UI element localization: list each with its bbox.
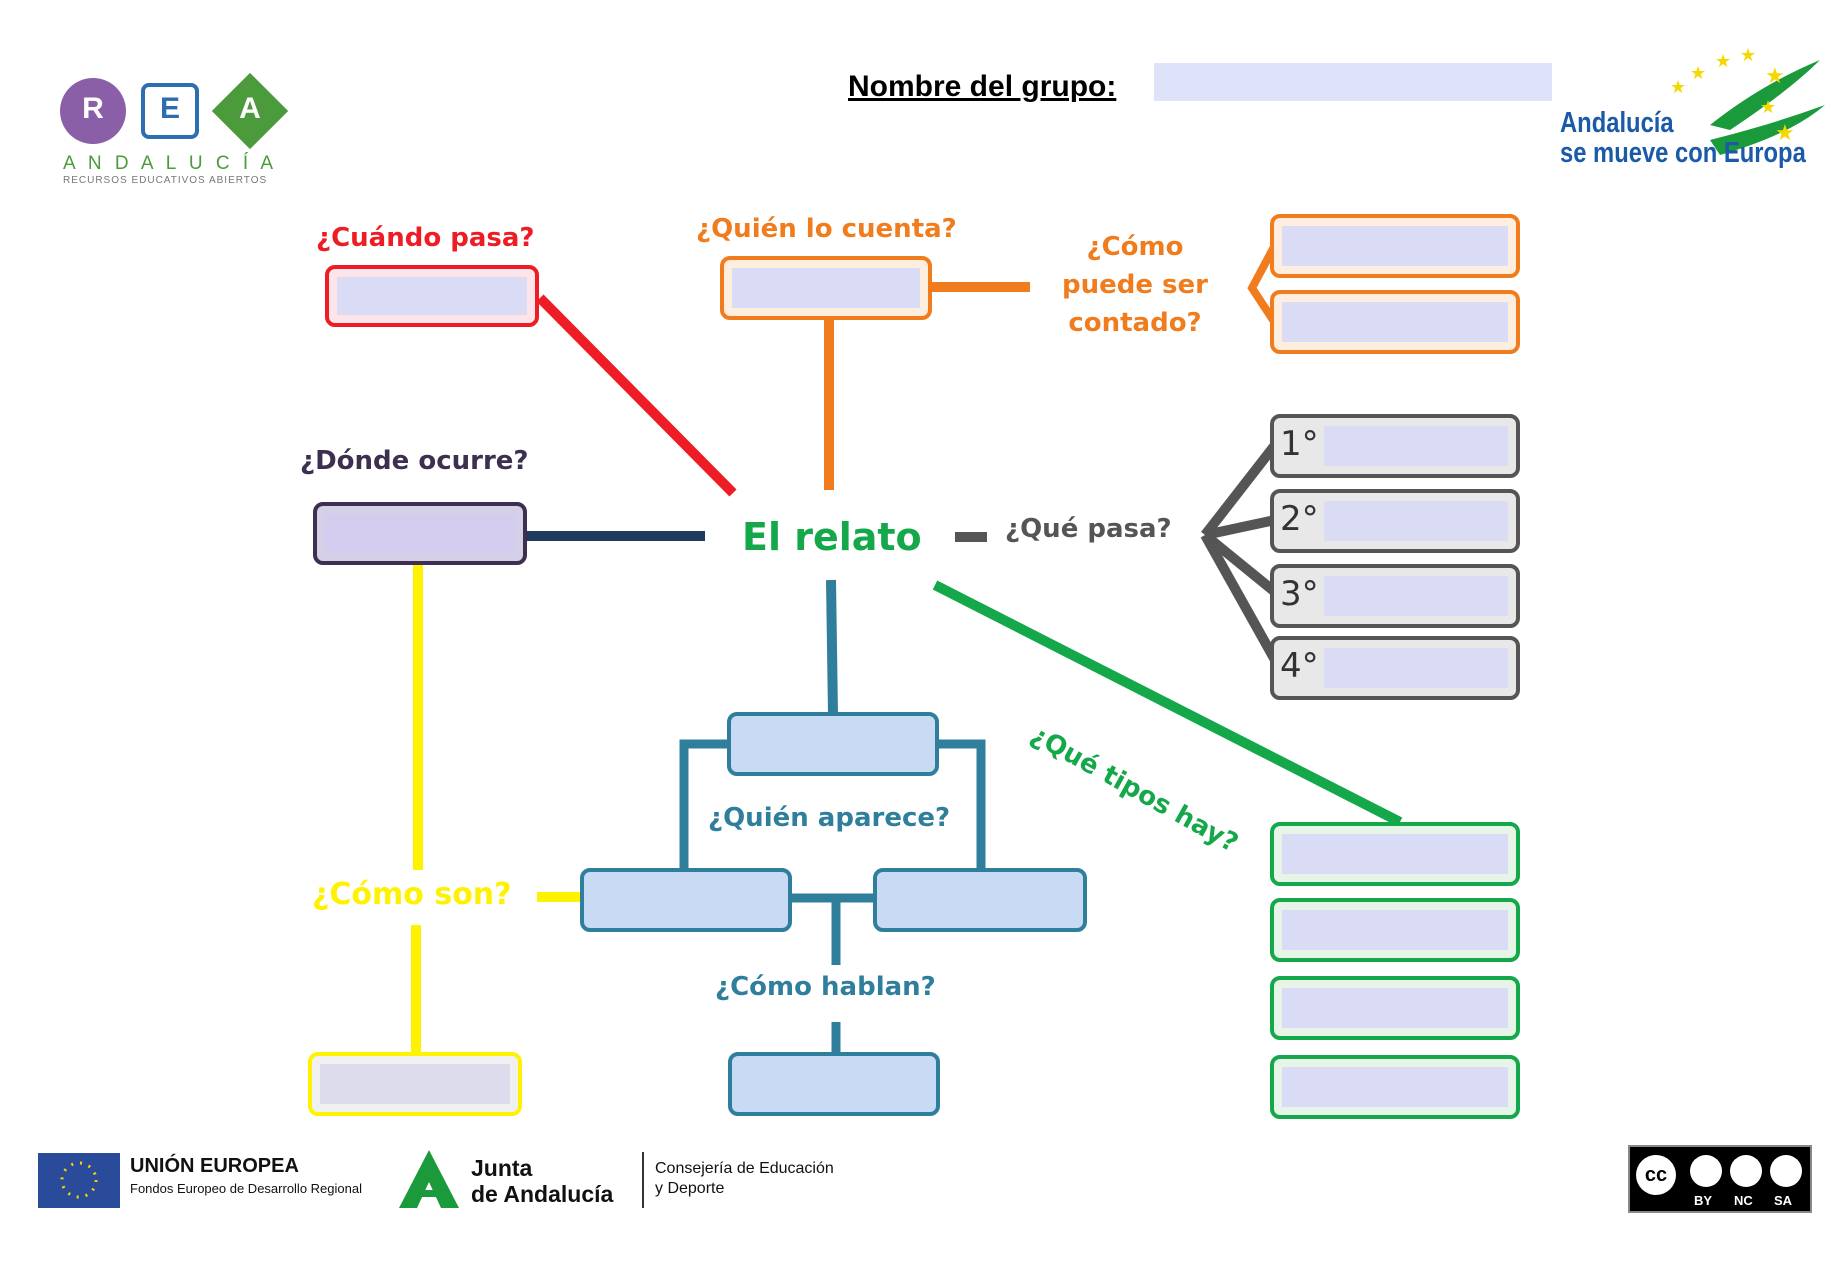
andalucia-swoosh-icon: ★ ★ ★ ★ ★ ★ ★	[1670, 45, 1825, 155]
andalucia-logo-line1: Andalucía	[1560, 107, 1674, 139]
by-icon	[1690, 1155, 1722, 1187]
answer-box-tipo-3[interactable]	[1270, 976, 1520, 1040]
ordinal-1: 1°	[1280, 424, 1319, 464]
answer-box-que-pasa-1[interactable]	[1270, 414, 1520, 478]
eu-flag	[38, 1153, 120, 1208]
svg-text:★: ★	[1775, 121, 1795, 146]
question-cuando: ¿Cuándo pasa?	[316, 223, 535, 253]
cc-license-badge: cc BY NC SA	[1628, 1145, 1812, 1213]
answer-box-como-contado-1[interactable]	[1270, 214, 1520, 278]
rea-logo-e-square	[141, 83, 199, 139]
junta-line2: de Andalucía	[471, 1181, 614, 1207]
answer-box-que-pasa-4[interactable]	[1270, 636, 1520, 700]
cc-icon: cc	[1636, 1155, 1676, 1195]
answer-box-quien-aparece[interactable]	[727, 712, 939, 776]
answer-box-quien-cuenta[interactable]	[720, 256, 932, 320]
rea-logo-r: R	[82, 92, 104, 125]
fan-que-pasa-4	[1200, 532, 1280, 663]
rea-logo-region: A N D A L U C Í A	[63, 153, 278, 174]
junta-logo	[397, 1148, 461, 1210]
answer-box-como-contado-2[interactable]	[1270, 290, 1520, 354]
sa-icon	[1770, 1155, 1802, 1187]
rea-logo-tagline: RECURSOS EDUCATIVOS ABIERTOS	[63, 175, 268, 186]
answer-box-cuando[interactable]	[325, 265, 539, 327]
question-donde: ¿Dónde ocurre?	[300, 446, 529, 476]
question-como-hablan: ¿Cómo hablan?	[715, 972, 936, 1002]
answer-box-donde[interactable]	[313, 502, 527, 565]
question-como-contado-line3: contado?	[1068, 308, 1202, 338]
footer-divider	[642, 1152, 644, 1208]
cc-tag-sa: SA	[1774, 1193, 1793, 1208]
answer-box-tipo-1[interactable]	[1270, 822, 1520, 886]
svg-text:★: ★	[1740, 45, 1756, 66]
fan-que-pasa-1	[1201, 441, 1279, 539]
fan-que-pasa-2	[1203, 515, 1277, 540]
bracket-quien-aparece-left	[679, 739, 732, 870]
answer-box-como-son[interactable]	[308, 1052, 522, 1116]
andalucia-logo-line2: se mueve con Europa	[1560, 137, 1806, 169]
answer-box-personaje-1[interactable]	[580, 868, 792, 932]
svg-text:★: ★	[1765, 64, 1785, 89]
question-como-contado-line2: puede ser	[1062, 270, 1208, 300]
junta-logo-icon	[399, 1150, 459, 1208]
group-name-label: Nombre del grupo:	[848, 70, 1117, 103]
question-que-pasa: ¿Qué pasa?	[1005, 514, 1172, 544]
question-quien-aparece: ¿Quién aparece?	[708, 803, 951, 833]
ordinal-4: 4°	[1280, 646, 1319, 686]
question-como-contado: ¿Cómo puede ser contado?	[1040, 228, 1230, 342]
rea-logo-e: E	[159, 92, 180, 125]
consejeria-line1: Consejería de Educación	[655, 1160, 834, 1177]
group-name-field[interactable]	[1154, 63, 1552, 101]
connector-quien-aparece	[826, 579, 838, 716]
question-como-contado-line1: ¿Cómo	[1086, 232, 1184, 262]
answer-box-personaje-2[interactable]	[873, 868, 1087, 932]
eu-title: UNIÓN EUROPEA	[130, 1155, 299, 1177]
rea-logo-a: A	[239, 92, 261, 125]
cc-tag-nc: NC	[1734, 1193, 1753, 1208]
cc-tag-by: BY	[1694, 1193, 1713, 1208]
rea-logo: R E A A N D A L U C Í A RECURSOS EDUCATI…	[55, 72, 305, 186]
andalucia-europa-logo: ★ ★ ★ ★ ★ ★ ★ Andalucía se mueve con Eur…	[1560, 45, 1840, 175]
fan-que-pasa-3	[1201, 531, 1279, 596]
center-label: El relato	[742, 515, 922, 559]
answer-box-que-pasa-2[interactable]	[1270, 489, 1520, 553]
ordinal-2: 2°	[1280, 499, 1319, 539]
svg-text:★: ★	[1690, 63, 1706, 84]
svg-text:★: ★	[1760, 97, 1776, 118]
eu-stars-icon	[60, 1161, 98, 1199]
svg-text:★: ★	[1715, 51, 1731, 72]
eu-subtitle: Fondos Europeo de Desarrollo Regional	[130, 1181, 362, 1196]
answer-box-que-pasa-3[interactable]	[1270, 564, 1520, 628]
connector-tipos	[932, 580, 1403, 827]
bracket-quien-aparece-right	[935, 739, 986, 870]
question-como-son: ¿Cómo son?	[312, 877, 512, 912]
question-quien-cuenta: ¿Quién lo cuenta?	[696, 214, 957, 244]
svg-text:★: ★	[1670, 77, 1686, 98]
answer-box-tipo-2[interactable]	[1270, 898, 1520, 962]
nc-icon	[1730, 1155, 1762, 1187]
rea-logo-r-circle	[60, 78, 126, 144]
ordinal-3: 3°	[1280, 574, 1319, 614]
answer-box-como-hablan[interactable]	[728, 1052, 940, 1116]
bracket-como-contado	[1247, 243, 1279, 326]
consejeria-line2: y Deporte	[655, 1180, 725, 1197]
junta-line1: Junta	[471, 1155, 533, 1181]
answer-box-tipo-4[interactable]	[1270, 1055, 1520, 1119]
connector-cuando	[536, 294, 737, 497]
